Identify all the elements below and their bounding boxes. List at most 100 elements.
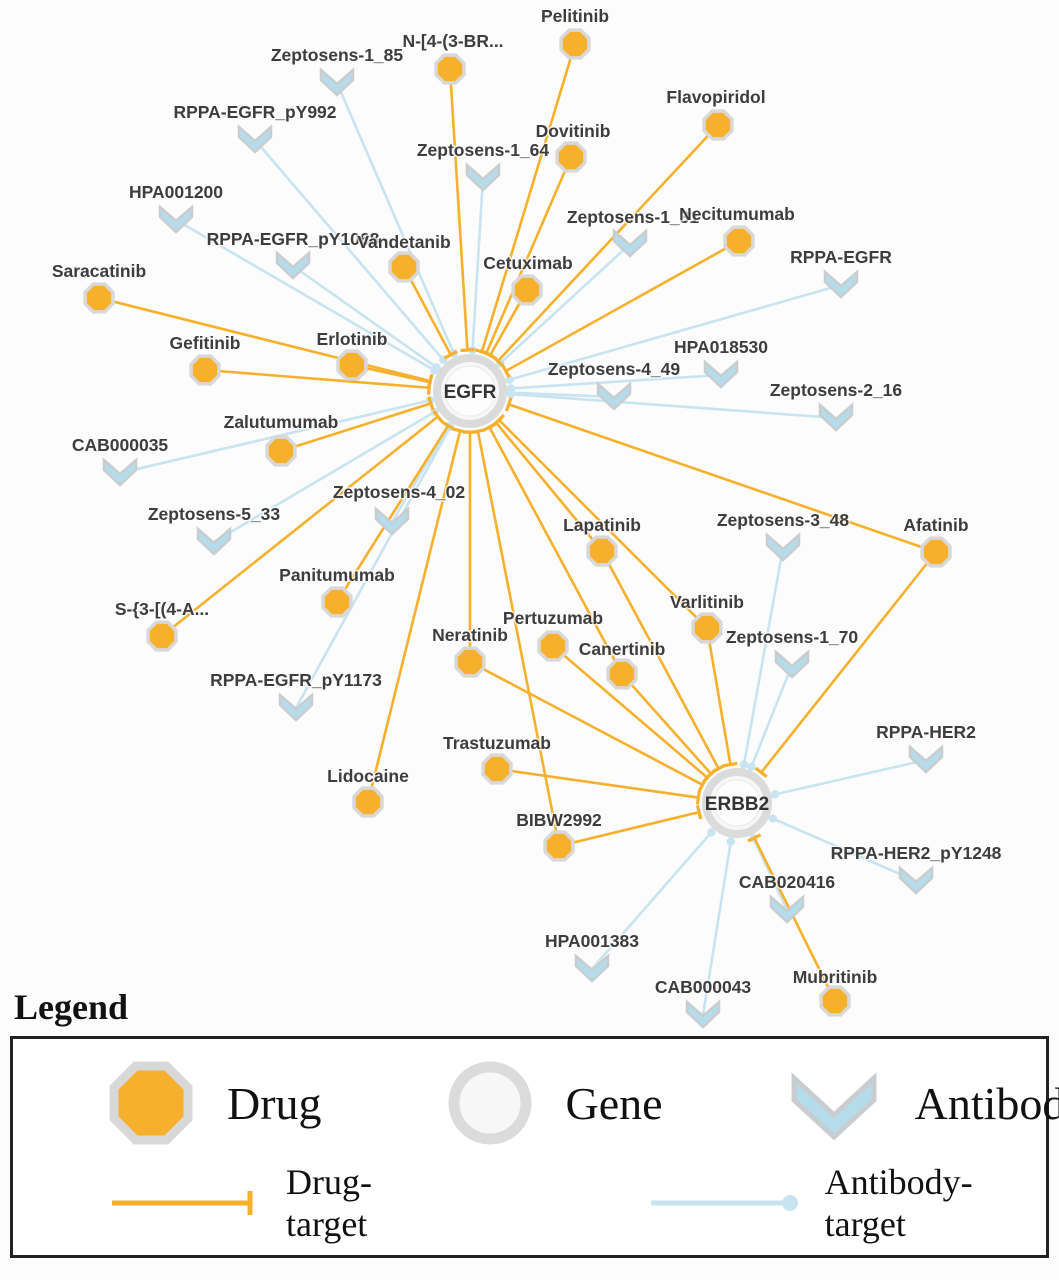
- antibody-node-HPA018530[interactable]: HPA018530: [672, 336, 770, 389]
- antibody-node-HPA001383[interactable]: HPA001383: [543, 930, 641, 983]
- legend-title: Legend: [14, 987, 129, 1027]
- legend-label-antibody: Antibody: [914, 1077, 1059, 1129]
- antibody-node-RPPA-EGFR_pY1173[interactable]: RPPA-EGFR_pY1173: [209, 669, 384, 722]
- gene-node-ERBB2[interactable]: ERBB2: [702, 768, 772, 838]
- dot-arrowhead: [505, 375, 514, 384]
- antibody-chevron-icon: [769, 894, 805, 924]
- antibody-node-RPPA-EGFR[interactable]: RPPA-EGFR: [789, 246, 894, 299]
- drug-node-Afatinib[interactable]: Afatinib: [902, 514, 970, 568]
- drug-node-Cetuximab[interactable]: Cetuximab: [482, 252, 574, 306]
- drug-node-Mubritinib[interactable]: Mubritinib: [791, 966, 879, 1017]
- antibody-chevron-icon: [196, 526, 232, 556]
- antibody-node-HPA001200[interactable]: HPA001200: [127, 181, 225, 234]
- drug-node-S-{3-[(4-A...[interactable]: S-{3-[(4-A...: [113, 598, 211, 652]
- drug-node-Erlotinib[interactable]: Erlotinib: [315, 328, 389, 381]
- antibody-node-RPPA-HER2[interactable]: RPPA-HER2: [875, 721, 978, 774]
- tee-arrowhead: [483, 350, 498, 361]
- drug-node-Zalutumumab[interactable]: Zalutumumab: [222, 411, 340, 467]
- drug-target-edge: [480, 43, 577, 353]
- drug-node-Dovitinib[interactable]: Dovitinib: [534, 120, 612, 173]
- drug-node-Canertinib[interactable]: Canertinib: [577, 638, 667, 690]
- antibody-node-Zeptosens-1_70[interactable]: Zeptosens-1_70: [724, 626, 860, 679]
- drug-target-edge: [705, 627, 732, 765]
- antibody-chevron-icon: [818, 402, 854, 432]
- node-label: CAB020416: [739, 872, 836, 892]
- antibody-target-edge: [591, 831, 713, 970]
- drug-octagon-icon: [819, 985, 851, 1017]
- antibody-node-Zeptosens-1_64[interactable]: Zeptosens-1_64: [415, 139, 551, 192]
- drug-octagon-icon: [559, 28, 591, 60]
- node-layer: Zeptosens-1_85RPPA-EGFR_pY992Zeptosens-1…: [50, 5, 1003, 1029]
- antibody-node-CAB000043[interactable]: CAB000043: [653, 976, 753, 1029]
- antibody-node-CAB000035[interactable]: CAB000035: [70, 434, 170, 487]
- antibody-node-RPPA-EGFR_pY992[interactable]: RPPA-EGFR_pY992: [172, 101, 338, 154]
- dot-arrowhead: [739, 760, 749, 769]
- node-label: Trastuzumab: [443, 733, 551, 753]
- legend-label-antibody-target: Antibody-target: [824, 1162, 973, 1244]
- legend-item-drug-target: Drug-target: [108, 1161, 447, 1245]
- dot-arrowhead: [432, 363, 441, 372]
- drug-node-Pelitinib[interactable]: Pelitinib: [539, 5, 611, 60]
- gene-circle-inner: [713, 779, 761, 827]
- drug-node-Gefitinib[interactable]: Gefitinib: [168, 332, 242, 386]
- antibody-target-edge-icon: [650, 1195, 798, 1211]
- legend-item-antibody: Antibody: [779, 1053, 1059, 1153]
- drug-node-Trastuzumab[interactable]: Trastuzumab: [442, 732, 552, 785]
- drug-octagon-icon: [511, 274, 543, 306]
- node-label: HPA001383: [545, 931, 639, 951]
- tee-arrowhead: [504, 397, 513, 412]
- antibody-target-edge: [509, 283, 842, 381]
- drug-target-edge-icon: [112, 1191, 253, 1215]
- drug-node-Lidocaine[interactable]: Lidocaine: [326, 765, 411, 818]
- node-label: Lidocaine: [327, 766, 409, 786]
- drug-node-Flavopiridol[interactable]: Flavopiridol: [665, 86, 767, 141]
- drug-octagon-icon: [83, 282, 115, 314]
- tee-arrowhead: [695, 790, 701, 805]
- drug-node-Necitumumab[interactable]: Necitumumab: [678, 203, 796, 257]
- drug-node-Pertuzumab[interactable]: Pertuzumab: [501, 607, 605, 662]
- node-label: Pelitinib: [541, 6, 609, 26]
- drug-octagon-icon: [265, 435, 297, 467]
- drug-node-Saracatinib[interactable]: Saracatinib: [50, 260, 148, 314]
- node-label: Saracatinib: [52, 261, 146, 281]
- antibody-node-Zeptosens-1_31[interactable]: Zeptosens-1_31: [565, 206, 701, 258]
- antibody-node-RPPA-HER2_pY1248[interactable]: RPPA-HER2_pY1248: [829, 842, 1003, 895]
- antibody-node-Zeptosens-5_33[interactable]: Zeptosens-5_33: [146, 503, 282, 556]
- drug-octagon-icon: [388, 251, 420, 283]
- antibody-node-Zeptosens-4_02[interactable]: Zeptosens-4_02: [331, 481, 467, 536]
- drug-octagon-icon: [586, 535, 618, 567]
- drug-target-edge: [488, 426, 624, 675]
- tee-arrowhead: [747, 833, 762, 843]
- tee-arrowhead: [452, 427, 468, 435]
- node-label: HPA018530: [674, 337, 768, 357]
- antibody-chevron-icon: [685, 999, 721, 1029]
- antibody-node-Zeptosens-4_49[interactable]: Zeptosens-4_49: [546, 358, 682, 411]
- node-label: RPPA-EGFR_pY1068: [207, 229, 380, 249]
- drug-octagon-icon: [336, 349, 368, 381]
- node-label: Zeptosens-3_48: [717, 510, 850, 530]
- node-label: Flavopiridol: [666, 87, 765, 107]
- drug-node-Varlitinib[interactable]: Varlitinib: [669, 591, 745, 644]
- node-label: HPA001200: [129, 182, 223, 202]
- antibody-target-edge: [213, 410, 436, 544]
- gene-node-EGFR[interactable]: EGFR: [433, 354, 507, 428]
- drug-node-Vandetanib[interactable]: Vandetanib: [356, 231, 452, 283]
- drug-node-Lapatinib[interactable]: Lapatinib: [562, 514, 642, 567]
- drug-node-Panitumumab[interactable]: Panitumumab: [278, 564, 396, 618]
- node-label: Lapatinib: [563, 515, 641, 535]
- antibody-node-Zeptosens-3_48[interactable]: Zeptosens-3_48: [715, 509, 851, 562]
- drug-node-N-[4-(3-BR...[interactable]: N-[4-(3-BR...: [401, 30, 505, 85]
- node-label: Zalutumumab: [224, 412, 339, 432]
- drug-node-Neratinib[interactable]: Neratinib: [431, 624, 509, 678]
- antibody-node-RPPA-EGFR_pY1068[interactable]: RPPA-EGFR_pY1068: [205, 228, 381, 280]
- antibody-target-edge: [510, 392, 837, 420]
- antibody-target-edge: [471, 177, 485, 351]
- drug-octagon-icon: [352, 786, 384, 818]
- tee-arrowhead: [492, 413, 506, 427]
- legend-item-antibody-target: Antibody-target: [647, 1161, 1046, 1245]
- drug-node-BIBW2992[interactable]: BIBW2992: [515, 809, 604, 862]
- antibody-node-Zeptosens-2_16[interactable]: Zeptosens-2_16: [768, 379, 904, 432]
- antibody-node-Zeptosens-1_85[interactable]: Zeptosens-1_85: [269, 44, 405, 97]
- antibody-node-CAB020416[interactable]: CAB020416: [737, 871, 837, 924]
